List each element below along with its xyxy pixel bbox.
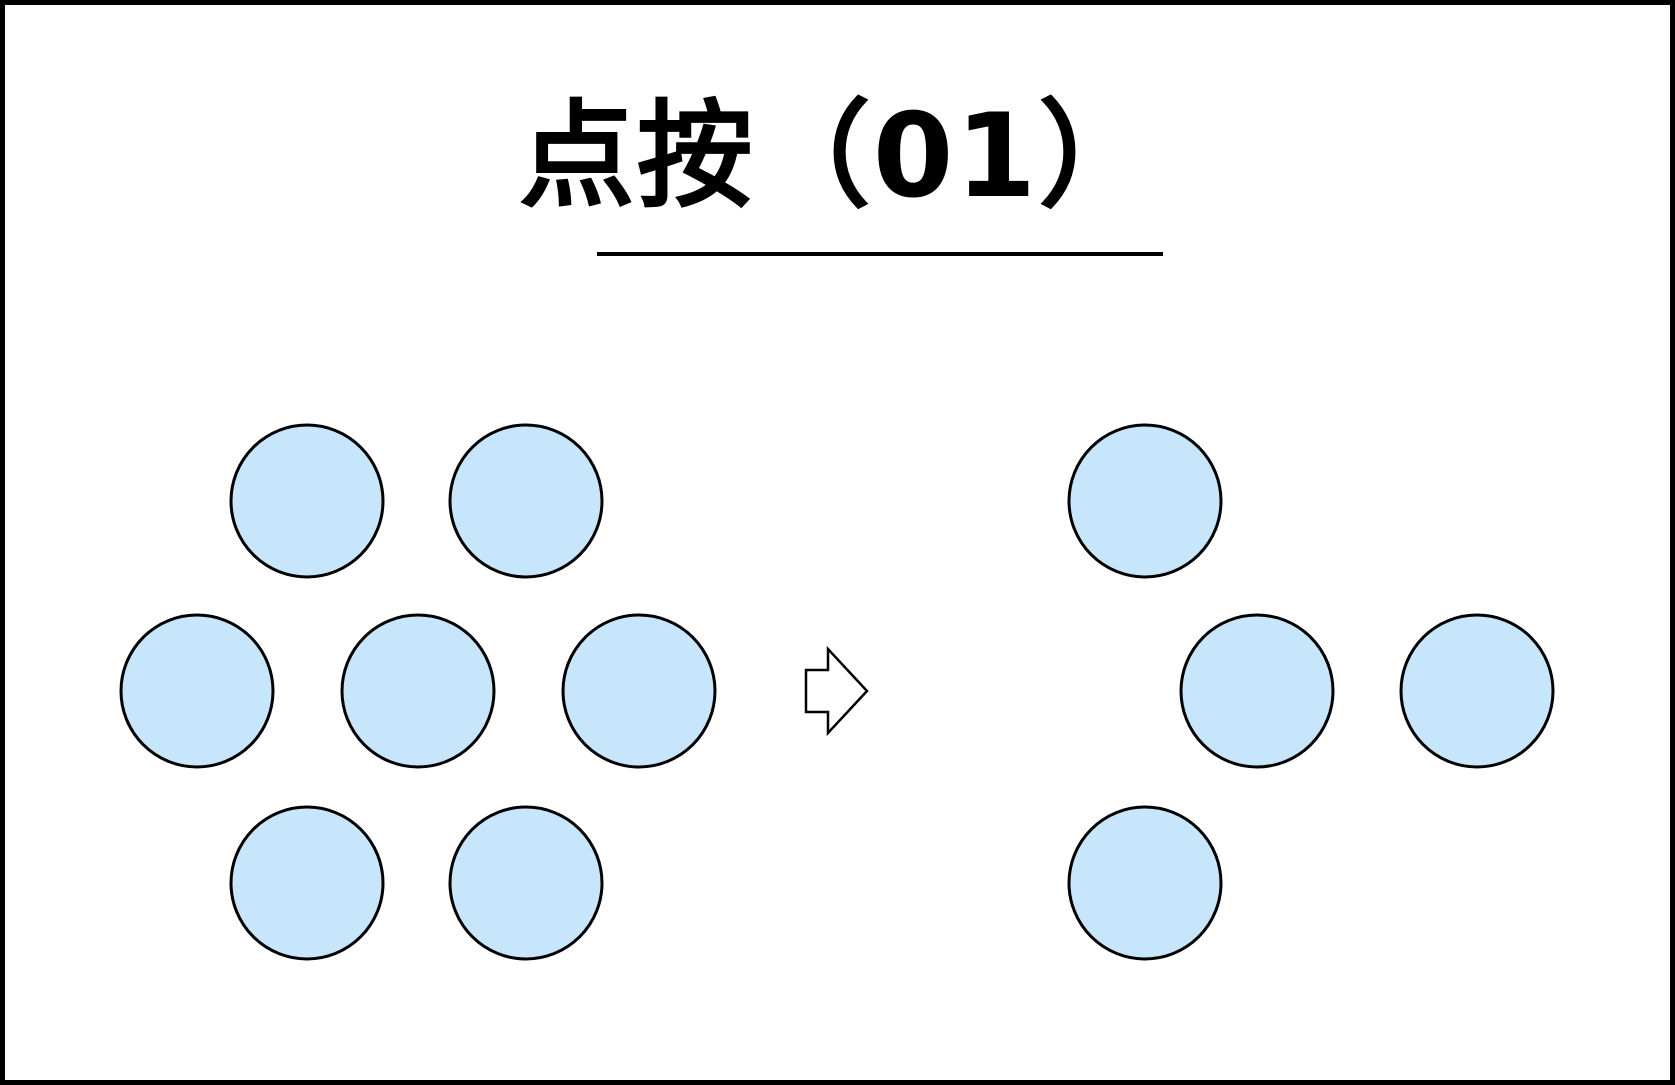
title-underline xyxy=(597,252,1163,256)
after-circle-middle-right[interactable] xyxy=(1399,613,1555,769)
after-circle-top[interactable] xyxy=(1067,423,1223,579)
before-circle-bottom-left[interactable] xyxy=(229,805,385,961)
after-group xyxy=(1067,423,1555,961)
before-circle-middle-right[interactable] xyxy=(561,613,717,769)
before-circle-top-left[interactable] xyxy=(229,423,385,579)
after-circle-middle-center[interactable] xyxy=(1179,613,1335,769)
after-circle-bottom[interactable] xyxy=(1067,805,1223,961)
puzzle-title: 点按（01） xyxy=(518,89,1157,224)
right-arrow-icon xyxy=(804,645,869,737)
before-circle-middle-center[interactable] xyxy=(340,613,496,769)
before-circle-top-right[interactable] xyxy=(448,423,604,579)
before-group xyxy=(119,423,717,961)
before-circle-bottom-right[interactable] xyxy=(448,805,604,961)
before-circle-middle-left[interactable] xyxy=(119,613,275,769)
